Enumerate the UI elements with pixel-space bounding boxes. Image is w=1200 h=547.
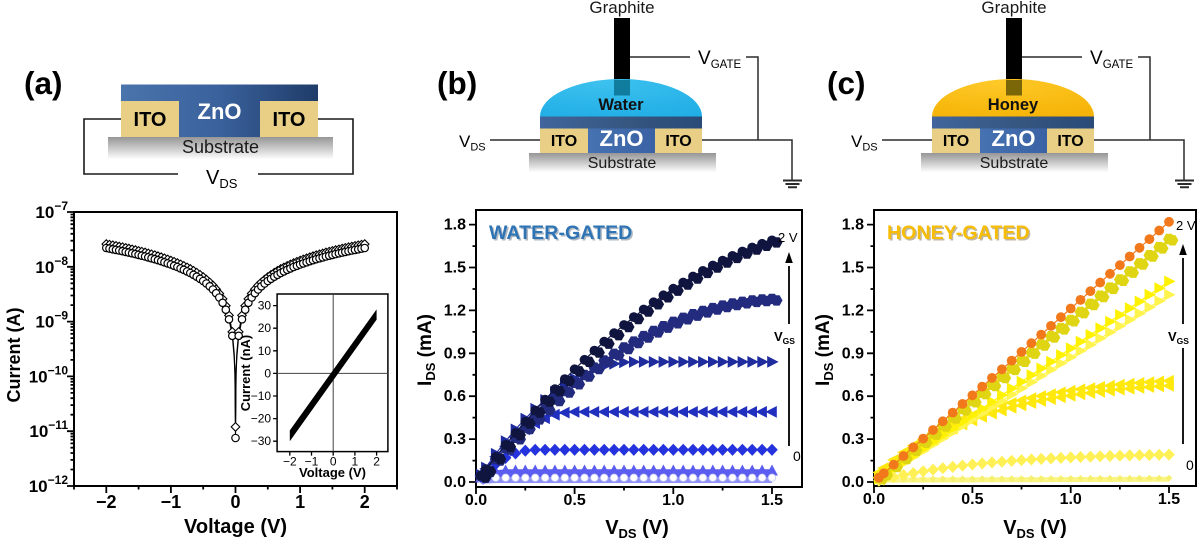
svg-text:0.3: 0.3 [444, 431, 466, 448]
svg-text:Graphite: Graphite [589, 0, 654, 17]
svg-text:Current (nA): Current (nA) [238, 335, 253, 412]
svg-text:Honey: Honey [988, 96, 1039, 114]
svg-text:ZnO: ZnO [992, 126, 1036, 151]
svg-text:−30: −30 [251, 434, 272, 448]
svg-text:Substrate: Substrate [588, 155, 657, 172]
svg-text:0.6: 0.6 [444, 388, 466, 405]
svg-text:0: 0 [793, 448, 801, 464]
svg-text:−20: −20 [251, 412, 272, 426]
svg-text:VDS (V): VDS (V) [1003, 517, 1067, 541]
svg-text:0.0: 0.0 [444, 474, 466, 491]
svg-text:1.5: 1.5 [761, 492, 783, 509]
svg-text:ITO: ITO [665, 133, 691, 150]
svg-text:1: 1 [295, 492, 305, 512]
svg-text:1.5: 1.5 [1158, 491, 1180, 508]
svg-text:1.2: 1.2 [842, 302, 864, 319]
svg-text:−10: −10 [251, 389, 272, 403]
svg-text:2 V: 2 V [778, 230, 798, 245]
svg-text:1.0: 1.0 [662, 492, 684, 509]
svg-text:30: 30 [258, 299, 272, 313]
svg-text:0.9: 0.9 [842, 345, 864, 362]
svg-text:HONEY-GATED: HONEY-GATED [889, 224, 1032, 246]
svg-text:Substrate: Substrate [980, 155, 1049, 172]
svg-text:−1: −1 [161, 492, 182, 512]
svg-text:Water: Water [598, 96, 644, 114]
svg-text:HONEY-GATED: HONEY-GATED [887, 222, 1030, 244]
svg-text:Voltage (V): Voltage (V) [299, 465, 366, 480]
svg-text:0: 0 [330, 455, 337, 469]
svg-text:0.6: 0.6 [842, 388, 864, 405]
svg-text:0: 0 [264, 366, 271, 380]
svg-text:(c): (c) [827, 65, 866, 101]
svg-text:WATER-GATED: WATER-GATED [489, 222, 632, 244]
svg-text:ITO: ITO [943, 133, 969, 150]
svg-text:0.0: 0.0 [842, 474, 864, 491]
svg-text:0.0: 0.0 [465, 492, 487, 509]
svg-text:0: 0 [1186, 457, 1194, 473]
svg-text:1.5: 1.5 [444, 260, 466, 277]
svg-text:Current (A): Current (A) [4, 308, 24, 403]
svg-text:1.2: 1.2 [444, 302, 466, 319]
svg-text:(a): (a) [24, 65, 63, 101]
svg-text:1: 1 [352, 455, 359, 469]
svg-text:VDS (V): VDS (V) [605, 517, 669, 541]
svg-text:WATER-GATED: WATER-GATED [491, 224, 634, 246]
svg-text:−1: −1 [305, 455, 319, 469]
svg-text:0.0: 0.0 [863, 491, 885, 508]
svg-text:ITO: ITO [551, 133, 577, 150]
svg-text:1.8: 1.8 [444, 217, 466, 234]
svg-text:2: 2 [373, 455, 380, 469]
svg-text:Graphite: Graphite [981, 0, 1046, 17]
svg-text:ZnO: ZnO [198, 99, 242, 124]
svg-text:0.9: 0.9 [444, 345, 466, 362]
svg-text:20: 20 [258, 321, 272, 335]
svg-text:0.5: 0.5 [564, 492, 586, 509]
svg-text:0: 0 [230, 492, 240, 512]
svg-text:Substrate: Substrate [182, 137, 259, 157]
svg-text:1.5: 1.5 [842, 260, 864, 277]
svg-text:ITO: ITO [273, 109, 306, 131]
svg-text:(b): (b) [437, 65, 477, 101]
svg-text:0.5: 0.5 [961, 491, 983, 508]
svg-text:ITO: ITO [134, 109, 167, 131]
svg-text:2 V: 2 V [1176, 218, 1196, 233]
svg-text:0.3: 0.3 [842, 431, 864, 448]
svg-text:−2: −2 [96, 492, 117, 512]
svg-text:ZnO: ZnO [600, 126, 644, 151]
svg-text:−2: −2 [283, 455, 297, 469]
svg-text:10: 10 [258, 344, 272, 358]
svg-text:1.8: 1.8 [842, 217, 864, 234]
svg-text:Voltage (V): Voltage (V) [184, 516, 287, 538]
svg-text:2: 2 [360, 492, 370, 512]
svg-text:1.0: 1.0 [1060, 491, 1082, 508]
svg-text:ITO: ITO [1057, 133, 1083, 150]
